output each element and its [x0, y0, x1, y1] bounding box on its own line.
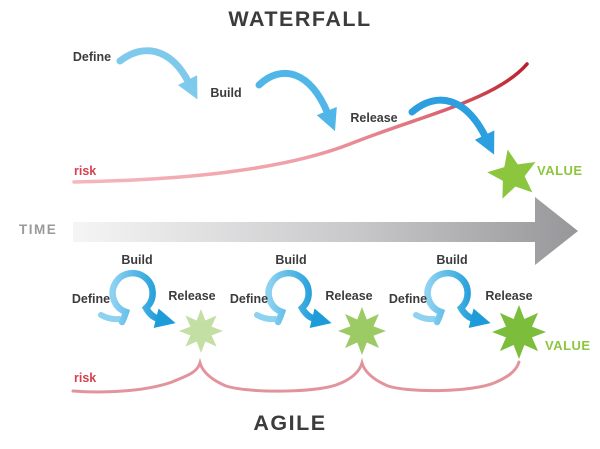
agile-value-label: VALUE	[545, 338, 591, 353]
agile-loop-3-icon	[413, 269, 491, 329]
agile-value-star-3-icon	[492, 305, 546, 359]
agile-loop-1-icon	[98, 269, 176, 329]
time-arrow-icon	[73, 197, 578, 265]
waterfall-value-star-icon	[487, 149, 536, 199]
agile-cycle1-build-label: Build	[121, 253, 153, 267]
waterfall-step-define: Define	[72, 50, 112, 64]
agile-loop-2-icon	[254, 269, 332, 329]
agile-risk-curve	[71, 357, 521, 394]
agile-cycle3-build-label: Build	[436, 253, 468, 267]
waterfall-risk-label: risk	[74, 164, 97, 178]
agile-cycle2-build-label: Build	[275, 253, 307, 267]
agile-cycle1-release-label: Release	[168, 289, 216, 303]
curved-arrow-define-build-icon	[116, 47, 198, 100]
agile-value-star-1-icon	[179, 309, 223, 353]
agile-value-star-2-icon	[338, 307, 386, 355]
agile-cycle2-define-label: Define	[229, 292, 269, 306]
waterfall-risk-curve	[72, 62, 529, 184]
time-axis-label: TIME	[19, 222, 58, 237]
waterfall-value-label: VALUE	[537, 163, 583, 178]
agile-cycle2-release-label: Release	[325, 289, 373, 303]
waterfall-title: WATERFALL	[228, 7, 372, 31]
waterfall-step-release: Release	[350, 111, 398, 125]
waterfall-step-build: Build	[210, 86, 242, 100]
agile-cycle3-release-label: Release	[485, 289, 533, 303]
agile-title: AGILE	[253, 411, 327, 435]
agile-risk-label: risk	[74, 371, 97, 385]
agile-cycle1-define-label: Define	[71, 292, 111, 306]
agile-cycle3-define-label: Define	[388, 292, 428, 306]
curved-arrow-release-value-icon	[408, 96, 495, 155]
curved-arrow-build-release-icon	[255, 69, 337, 132]
